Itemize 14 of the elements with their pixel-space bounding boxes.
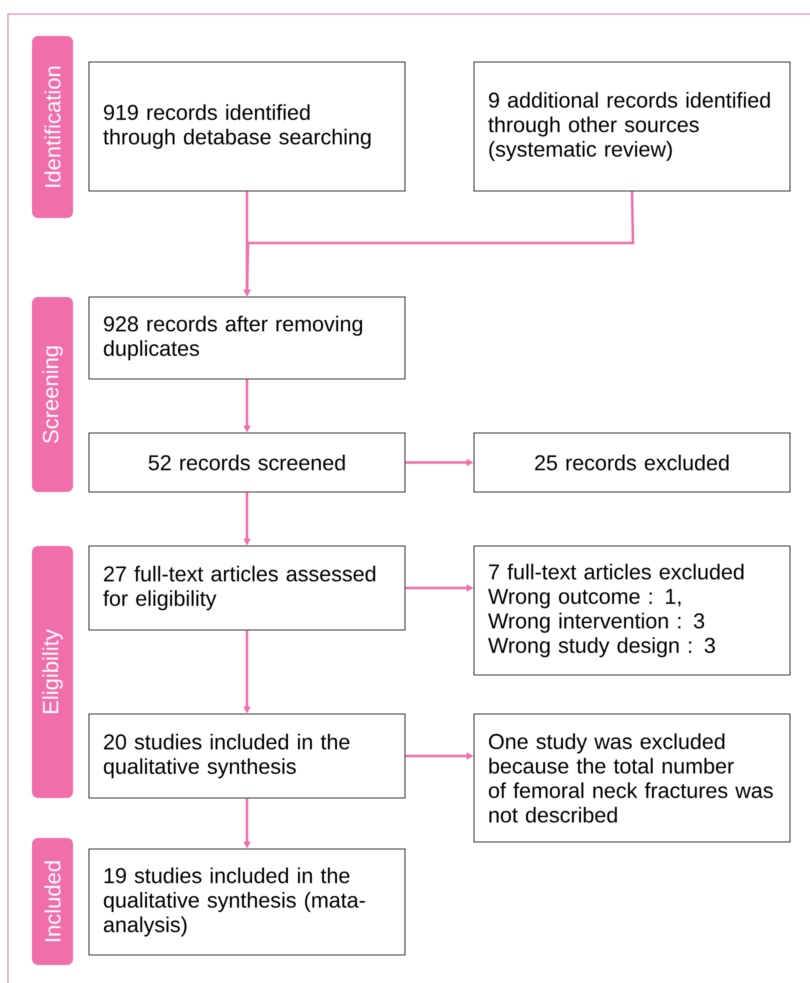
stage-band: Eligibility (32, 546, 73, 798)
process-box: 928 records after removing duplicates (88, 296, 406, 380)
stage-band: Included (32, 838, 73, 965)
process-box: 9 additional records identified through other sources (systematic review) (474, 62, 790, 192)
stage-band: Screening (32, 297, 73, 492)
stage-band: Identification (32, 36, 73, 218)
process-box: 25 records excluded (474, 432, 790, 492)
process-box: 27 full-text articles assessed for eligibility (88, 546, 406, 630)
process-box: 19 studies included in the qualitative synthesis (mata-analysis) (88, 848, 406, 956)
process-box: 52 records screened (88, 432, 406, 492)
process-box: 919 records identified through detabase searching (88, 62, 406, 192)
process-box: 7 full-text articles excluded Wrong outcome : 1, Wrong intervention : 3 Wrong study design : 3 (474, 546, 790, 676)
process-box: 20 studies included in the qualitative synthesis (88, 714, 406, 798)
process-box: One study was excluded because the total number of femoral neck fractures was not described (474, 714, 790, 842)
